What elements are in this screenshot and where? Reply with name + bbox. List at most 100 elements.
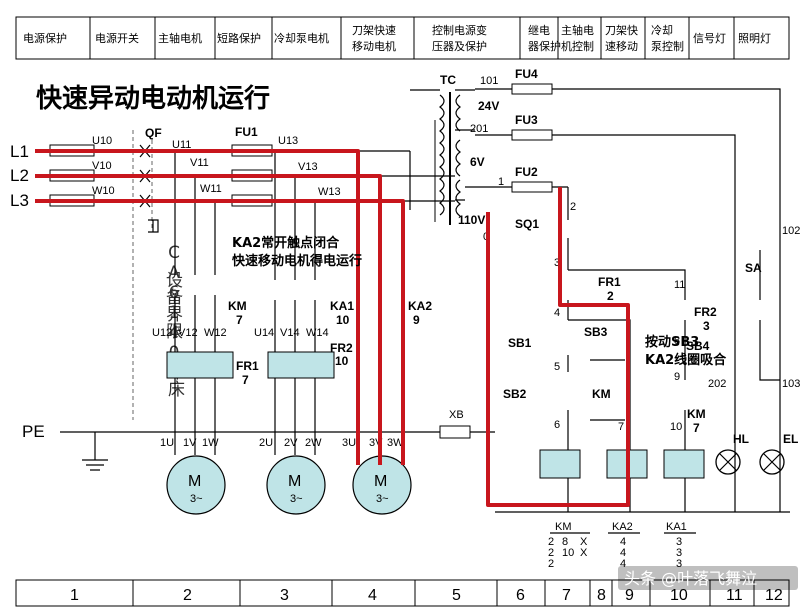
hl-lamp-icon — [715, 449, 741, 475]
label-sa: SA — [745, 261, 762, 275]
label-u11: U11 — [172, 139, 191, 151]
footer-col: 12 — [765, 587, 783, 604]
label-node-11: 11 — [674, 279, 685, 291]
label-node-7: 7 — [618, 421, 624, 433]
motor-3-label: M — [374, 473, 387, 490]
label-km-col: 7 — [236, 313, 243, 327]
label-fr2-contact: FR2 — [694, 305, 717, 319]
motor-3-phase: 3~ — [376, 493, 389, 505]
footer-col: 3 — [280, 587, 289, 604]
label-w11: W11 — [200, 183, 222, 195]
label-ka1-col: 10 — [336, 313, 350, 327]
line-label-l2: L2 — [10, 166, 29, 185]
label-xb: XB — [449, 409, 464, 421]
watermark-text: 头条 @叶落飞舞泣 — [624, 569, 757, 588]
label-sb2: SB2 — [503, 387, 527, 401]
label-qf: QF — [145, 126, 162, 140]
header-cell: 速移动 — [605, 40, 638, 53]
label-fr1-contact: FR1 — [598, 275, 621, 289]
label-101: 101 — [480, 75, 498, 87]
label-fr1: FR1 — [236, 359, 259, 373]
line-label-l3: L3 — [10, 191, 29, 210]
table-ka2-cell: 4 — [620, 536, 626, 548]
label-103: 103 — [782, 378, 800, 390]
sb3-annotation-line2: KA2线圈吸合 — [645, 352, 727, 368]
table-ka2-cell: 4 — [620, 547, 626, 559]
transformer-tc — [409, 89, 475, 225]
header-cell: 机控制 — [561, 39, 594, 53]
label-v10: V10 — [92, 160, 112, 172]
label-6v: 6V — [470, 155, 485, 169]
label-fu3: FU3 — [515, 113, 538, 127]
label-ka2-col: 9 — [413, 313, 420, 327]
label-ka2: KA2 — [408, 299, 432, 313]
footer-col: 11 — [726, 587, 743, 604]
table-km-cell: 2 — [548, 536, 554, 548]
label-fu4: FU4 — [515, 67, 538, 81]
label-110v: 110V — [458, 213, 485, 227]
xb-terminal — [439, 425, 471, 439]
label-u12: U12 — [152, 327, 172, 339]
equipment-boundary-label: 设备界限 — [114, 271, 183, 339]
label-km-contact: KM — [687, 407, 706, 421]
table-ka2-title: KA2 — [612, 521, 633, 533]
header-cell: 冷却泵电机 — [274, 31, 329, 45]
label-1u: 1U — [160, 437, 174, 449]
label-hl: HL — [733, 432, 749, 446]
machine-model-label: CA6140车床 — [30, 243, 185, 397]
label-node-3: 3 — [554, 257, 560, 269]
label-el: EL — [783, 432, 798, 446]
label-sq1: SQ1 — [515, 217, 539, 231]
footer-col: 10 — [670, 587, 688, 604]
label-1v: 1V — [183, 437, 197, 449]
label-u10: U10 — [92, 135, 112, 147]
label-node-4: 4 — [554, 307, 560, 319]
motor-1-phase: 3~ — [190, 493, 203, 505]
header-cell: 压器及保护 — [432, 39, 487, 53]
fr1-thermal-relay — [166, 351, 234, 379]
header-cell: 照明灯 — [738, 32, 771, 45]
label-fr1-col: 7 — [242, 373, 249, 387]
table-km-cell: X — [580, 547, 588, 559]
label-u13: U13 — [278, 135, 298, 147]
motor-1-label: M — [188, 473, 201, 490]
label-sb1: SB1 — [508, 336, 532, 350]
header-cell: 冷却 — [651, 24, 673, 37]
label-fr2-col: 10 — [335, 354, 349, 368]
motor-2-label: M — [288, 473, 301, 490]
label-fu2: FU2 — [515, 165, 538, 179]
label-2w: 2W — [305, 437, 322, 449]
label-u14: U14 — [254, 327, 274, 339]
header-cell: 电源保护 — [23, 31, 67, 45]
footer-col: 1 — [70, 587, 79, 604]
fr2-thermal-relay — [267, 351, 335, 379]
table-km-cell: 2 — [548, 547, 554, 559]
label-w10: W10 — [92, 185, 115, 197]
control-fuses — [465, 83, 781, 450]
label-node-1: 1 — [498, 176, 504, 188]
label-km-contact-col: 7 — [693, 421, 700, 435]
el-lamp-icon — [759, 449, 785, 475]
table-km-cell: 8 — [562, 536, 568, 548]
header-cell: 刀架快速 — [352, 24, 396, 37]
header-cell: 移动电机 — [352, 39, 396, 53]
label-3w: 3W — [387, 437, 404, 449]
label-1w: 1W — [202, 437, 219, 449]
label-fr1-contact-col: 2 — [607, 289, 614, 303]
label-node-10: 10 — [670, 421, 682, 433]
header-cell: 短路保护 — [217, 31, 261, 45]
footer-col: 6 — [516, 587, 525, 604]
label-v14: V14 — [280, 327, 300, 339]
label-km: KM — [228, 299, 247, 313]
header-cell: 刀架快 — [605, 24, 638, 37]
label-node-6: 6 — [554, 419, 560, 431]
label-node-8: 8 — [674, 335, 680, 347]
line-label-pe: PE — [22, 422, 45, 441]
label-w13: W13 — [318, 186, 341, 198]
label-v12: V12 — [178, 327, 198, 339]
label-fr2: FR2 — [330, 341, 353, 355]
label-201: 201 — [470, 123, 488, 135]
footer-col: 9 — [625, 587, 634, 604]
header-cell: 电源开关 — [95, 31, 139, 45]
